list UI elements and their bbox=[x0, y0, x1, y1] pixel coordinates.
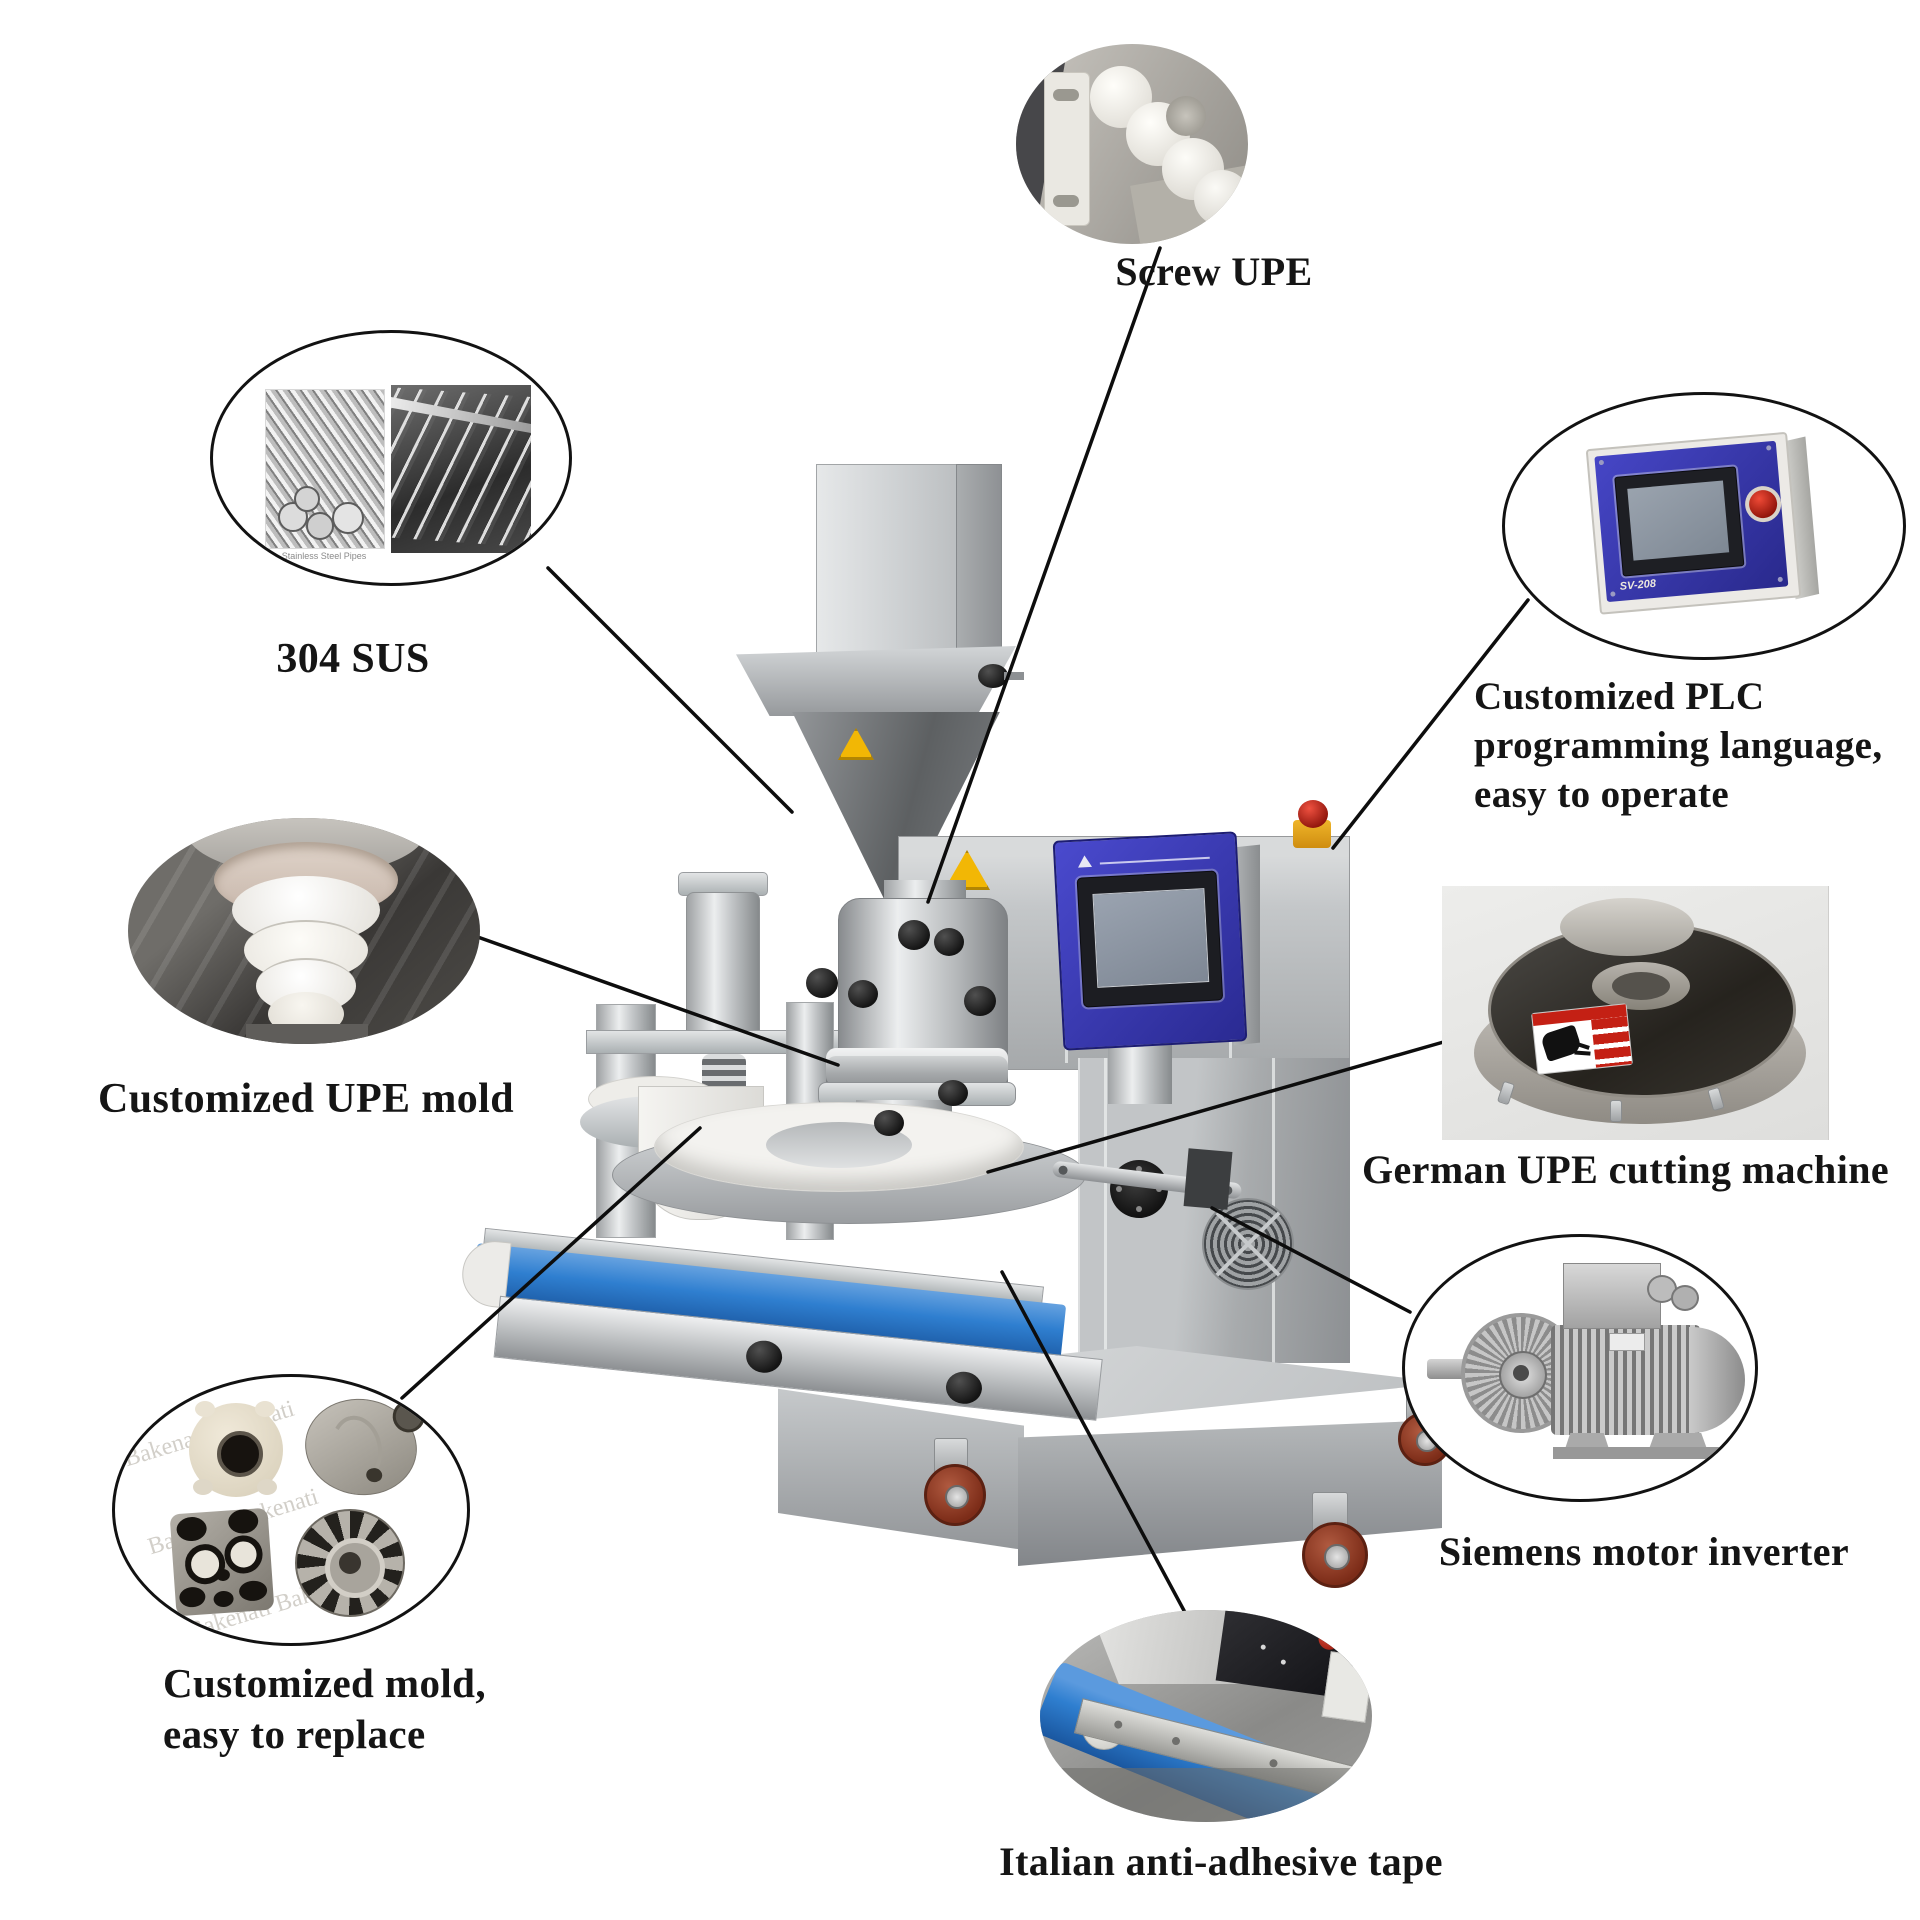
caster-wheel bbox=[924, 1464, 986, 1526]
machine-hopper bbox=[736, 646, 1016, 716]
cust-mold-photo-circle: Bakenati Bakenati Bakenati Bakenati Bake… bbox=[112, 1374, 470, 1646]
mold-steel-tube bbox=[298, 1391, 427, 1503]
italian-tape-photo bbox=[1040, 1610, 1372, 1822]
leader-line-screw-upe bbox=[926, 246, 1162, 904]
plc-panel-photo: SV-208 bbox=[1585, 429, 1831, 626]
upe-mold-photo bbox=[128, 818, 480, 1044]
leader-line-german bbox=[986, 1033, 1470, 1174]
leader-line-upe-mold bbox=[456, 928, 840, 1067]
caster-wheel bbox=[1302, 1522, 1368, 1588]
sus-label: 304 SUS bbox=[276, 636, 430, 682]
sus-pipes-photo bbox=[265, 389, 385, 549]
screw-upe-photo bbox=[1016, 44, 1248, 244]
machine-chute-tower-side bbox=[956, 464, 1002, 666]
hopper-clamp-knob bbox=[978, 664, 1008, 688]
plc-label: Customized PLC programming language, eas… bbox=[1474, 675, 1883, 816]
motor-terminal-box bbox=[1563, 1263, 1661, 1329]
motor-shaft bbox=[1427, 1359, 1471, 1379]
german-label: German UPE cutting machine bbox=[1362, 1147, 1890, 1192]
leader-line-italian bbox=[1000, 1270, 1190, 1620]
mold-cream-donut bbox=[189, 1401, 283, 1497]
motor-rear-cap bbox=[1689, 1327, 1745, 1433]
machine-chute-tower bbox=[816, 464, 958, 664]
plc-photo-circle: SV-208 bbox=[1502, 392, 1906, 660]
leader-line-plc bbox=[1331, 598, 1530, 850]
upe-mount-plate bbox=[1044, 72, 1090, 226]
leader-line-304-sus bbox=[546, 566, 794, 814]
sus-sheets-photo bbox=[391, 385, 531, 553]
emergency-stop-button bbox=[1298, 800, 1328, 828]
cust-mold-label: Customized mold, easy to replace bbox=[163, 1660, 487, 1757]
hopper-clamp-stem bbox=[1004, 672, 1024, 680]
plc-panel-model: SV-208 bbox=[1619, 577, 1657, 593]
mold-panda bbox=[169, 1507, 275, 1617]
pump-knob bbox=[964, 986, 996, 1016]
upe-mold-label: Customized UPE mold bbox=[98, 1076, 514, 1122]
italian-label: Italian anti-adhesive tape bbox=[999, 1839, 1443, 1884]
leader-line-siemens bbox=[1210, 1206, 1412, 1314]
sus-photo-caption: Stainless Steel Pipes bbox=[281, 551, 367, 561]
pump-knob bbox=[898, 920, 930, 950]
pump-knob bbox=[848, 980, 878, 1008]
siemens-label: Siemens motor inverter bbox=[1438, 1529, 1850, 1574]
turret-knob bbox=[874, 1110, 904, 1136]
hmi-panel-arm bbox=[1108, 1038, 1172, 1104]
siemens-photo-circle bbox=[1402, 1234, 1758, 1502]
sus-photo-circle: Stainless Steel Pipes bbox=[210, 330, 572, 586]
screw-upe-label: Screw UPE bbox=[1115, 249, 1313, 294]
cutter-warning-label bbox=[1531, 1003, 1633, 1075]
german-cutter-photo bbox=[1442, 886, 1829, 1140]
leader-line-cust-mold bbox=[400, 1126, 702, 1400]
pump-knob bbox=[934, 928, 964, 956]
red-knob bbox=[1317, 1626, 1342, 1652]
pump-knob bbox=[806, 968, 838, 998]
turret-knob bbox=[938, 1080, 968, 1106]
mold-spoke-wheel bbox=[295, 1509, 405, 1617]
upe-screw-flight bbox=[1194, 170, 1248, 226]
